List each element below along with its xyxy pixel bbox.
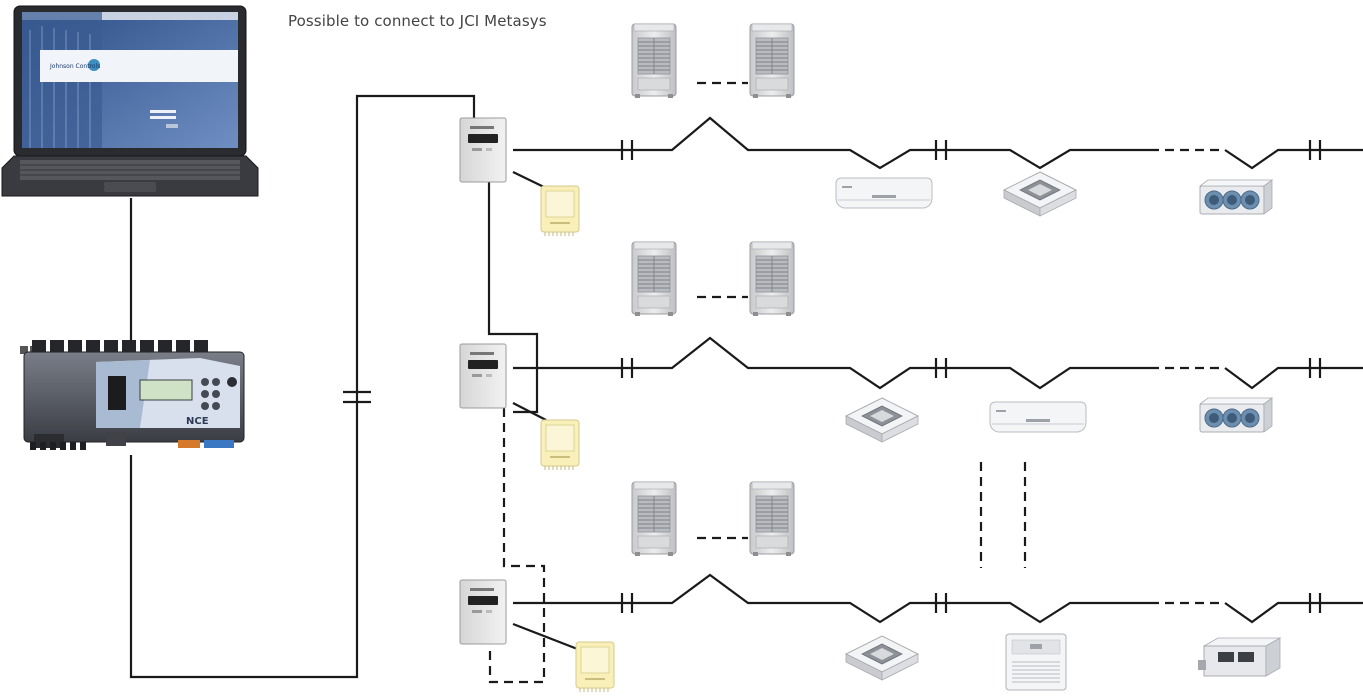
wall-mounted-unit-icon [989, 401, 1087, 433]
outdoor-unit-icon [749, 241, 795, 317]
bms-bus-line [129, 94, 476, 679]
wall-mounted-unit-icon [835, 177, 933, 209]
module3-controller-wire [512, 622, 581, 652]
outdoor-unit-icon [749, 481, 795, 557]
cassette-unit-icon [845, 635, 919, 681]
nce-controller-icon: NCE [20, 340, 245, 450]
pipe-breaks-row-2 [620, 358, 1322, 378]
wired-controller-icon [540, 419, 580, 471]
outdoor-unit-icon [631, 481, 677, 557]
refrigerant-line-row-2 [513, 336, 1150, 390]
nce-label: NCE [186, 416, 209, 427]
interface-module-icon [459, 579, 507, 645]
refrigerant-line-row-3 [513, 573, 1150, 624]
module-link-2-3 [488, 408, 546, 684]
laptop-icon: Johnson Controls [1, 5, 259, 197]
outdoor-unit-icon [631, 23, 677, 99]
refrigerant-line-row-1-end [1224, 148, 1363, 170]
pipe-breaks-row-3 [620, 593, 1322, 613]
wired-controller-icon [575, 641, 615, 693]
refrigerant-line-row-1 [513, 116, 1150, 170]
pipe-breaks-row-1 [620, 140, 1322, 160]
cassette-unit-icon [1003, 171, 1077, 217]
refrigerant-line-row-3-end [1224, 601, 1363, 624]
interface-module-icon [459, 117, 507, 183]
interface-module-icon [459, 343, 507, 409]
outdoor-unit-icon [631, 241, 677, 317]
ducted-unit-icon [1199, 397, 1273, 433]
outdoor-unit-icon [749, 23, 795, 99]
module1-controller-wire [512, 171, 547, 189]
ducted-unit-icon [1197, 637, 1281, 677]
cassette-unit-icon [845, 397, 919, 443]
floor-console-unit-icon [1005, 633, 1067, 691]
ducted-unit-icon [1199, 179, 1273, 215]
caption: Possible to connect to JCI Metasys [288, 12, 547, 30]
refrigerant-line-row-2-end [1224, 366, 1363, 390]
module2-controller-wire [512, 402, 547, 421]
laptop-brand-logo: Johnson Controls [49, 63, 100, 70]
wired-controller-icon [540, 185, 580, 237]
